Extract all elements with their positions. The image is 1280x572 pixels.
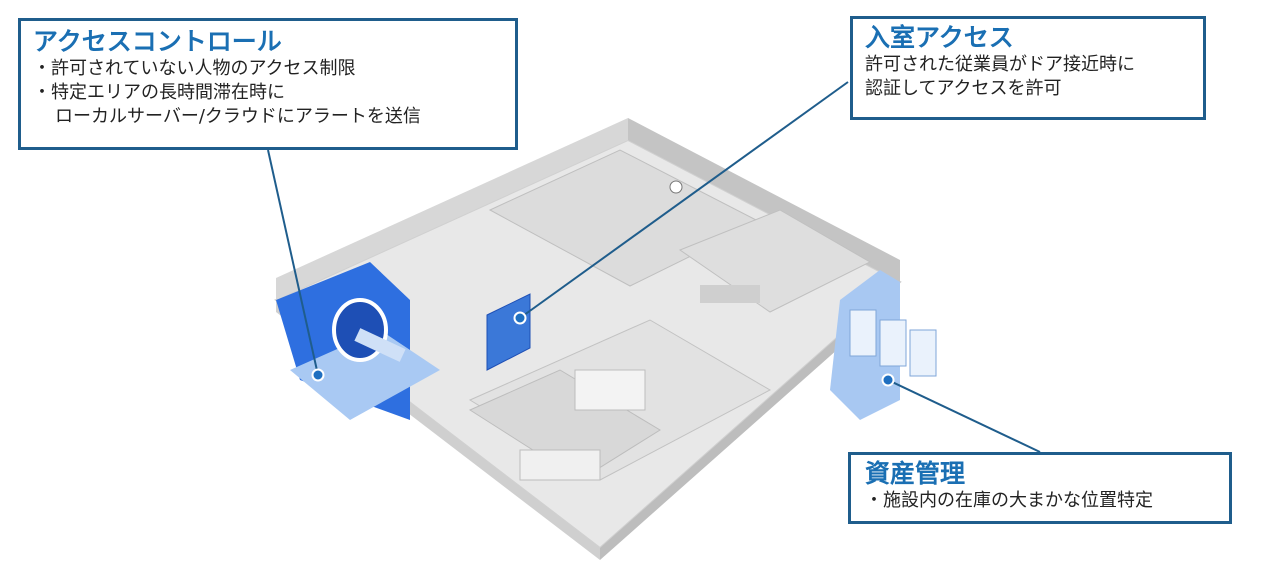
callout-line: ・特定エリアの長時間滞在時に (33, 82, 285, 103)
marker-entry (513, 311, 527, 325)
marker-access (311, 368, 325, 382)
connector-entry (519, 81, 849, 319)
callout-line: 認証してアクセスを許可 (865, 78, 1062, 99)
shelf-1 (849, 309, 877, 357)
pharmacy-shelves (574, 369, 646, 411)
callout-asset-management: 資産管理 ・施設内の在庫の大まかな位置特定 (848, 452, 1232, 524)
shelf-3 (909, 329, 937, 377)
mri-table (354, 328, 406, 362)
lounge-seats (700, 285, 760, 303)
shelf-2 (879, 319, 907, 367)
callout-access-control: アクセスコントロール ・許可されていない人物のアクセス制限 ・特定エリアの長時間… (18, 18, 518, 150)
marker-asset (881, 373, 895, 387)
callout-title: 入室アクセス (865, 23, 1014, 52)
back-wall-left (276, 118, 628, 300)
callout-line: 許可された従業員がドア接近時に (865, 54, 1135, 75)
callout-line: ・施設内の在庫の大まかな位置特定 (865, 490, 1153, 511)
callout-line: ローカルサーバー/クラウドにアラートを送信 (55, 106, 421, 127)
floor-edge-right (600, 282, 900, 560)
callout-line: ・許可されていない人物のアクセス制限 (33, 58, 356, 79)
callout-title: 資産管理 (865, 459, 966, 488)
connector-asset (887, 379, 1041, 453)
wall-clock (669, 180, 683, 194)
connector-access (267, 149, 319, 376)
callout-room-entry: 入室アクセス 許可された従業員がドア接近時に 認証してアクセスを許可 (850, 16, 1206, 120)
callout-title: アクセスコントロール (33, 27, 282, 56)
reception-desk (519, 449, 601, 481)
